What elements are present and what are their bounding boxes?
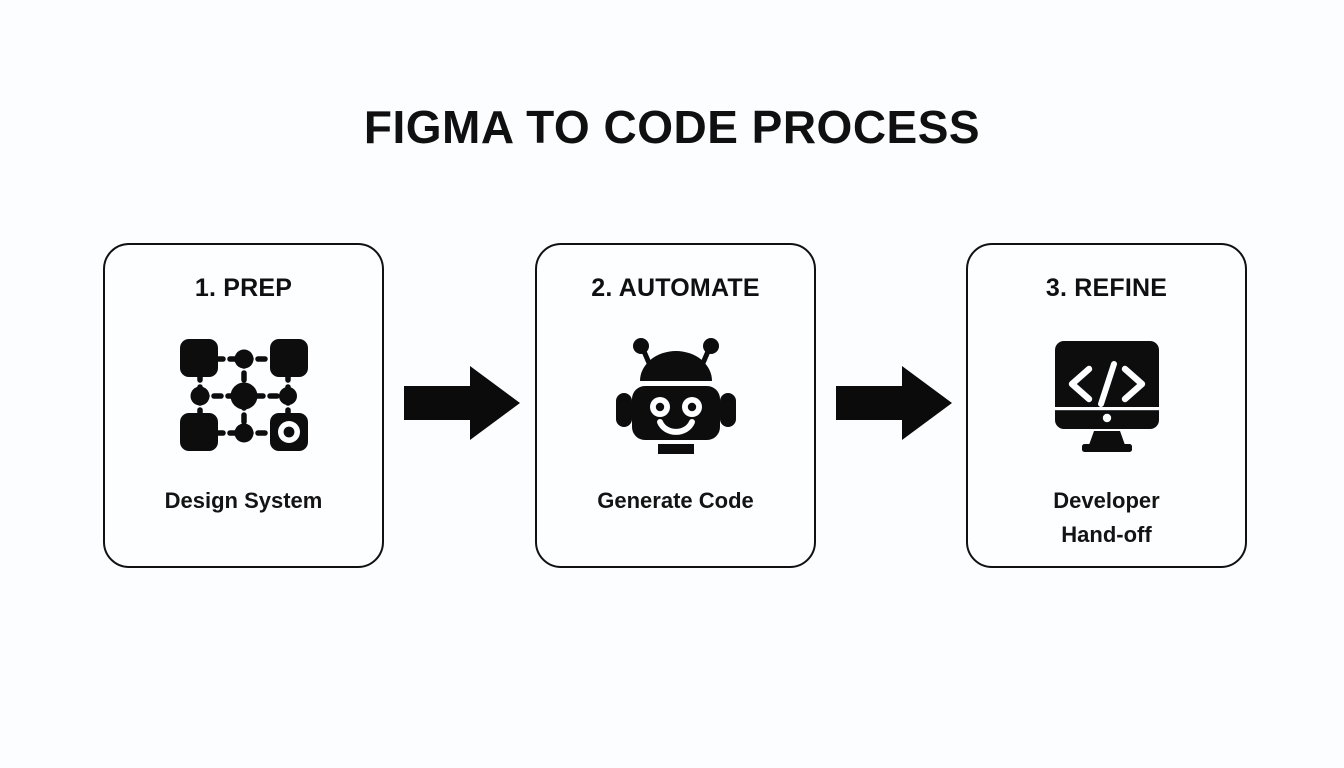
- step-heading: 2. AUTOMATE: [591, 274, 760, 302]
- step-label: Developer Hand-off: [968, 484, 1245, 552]
- step-card-refine[interactable]: 3. REFINE Developer Hand-off: [966, 243, 1247, 568]
- step-label-line-1: Developer: [1053, 488, 1160, 513]
- step-label: Generate Code: [537, 484, 814, 518]
- step-label: Design System: [105, 484, 382, 518]
- step-label-line-1: Design System: [164, 488, 323, 513]
- monitor-code-icon: [1041, 337, 1173, 455]
- arrow-right-icon-2: [836, 366, 952, 440]
- design-system-nodes-icon: [178, 337, 310, 455]
- robot-head-icon: [610, 337, 742, 455]
- step-card-automate[interactable]: 2. AUTOMATE: [535, 243, 816, 568]
- step-card-prep[interactable]: 1. PREP: [103, 243, 384, 568]
- arrow-right-icon-1: [404, 366, 520, 440]
- step-label-line-1: Generate Code: [597, 488, 754, 513]
- step-label-line-2: Hand-off: [1061, 522, 1152, 547]
- step-heading: 3. REFINE: [1045, 274, 1168, 302]
- step-heading: 1. PREP: [194, 274, 293, 302]
- page-title: FIGMA TO CODE PROCESS: [363, 101, 981, 153]
